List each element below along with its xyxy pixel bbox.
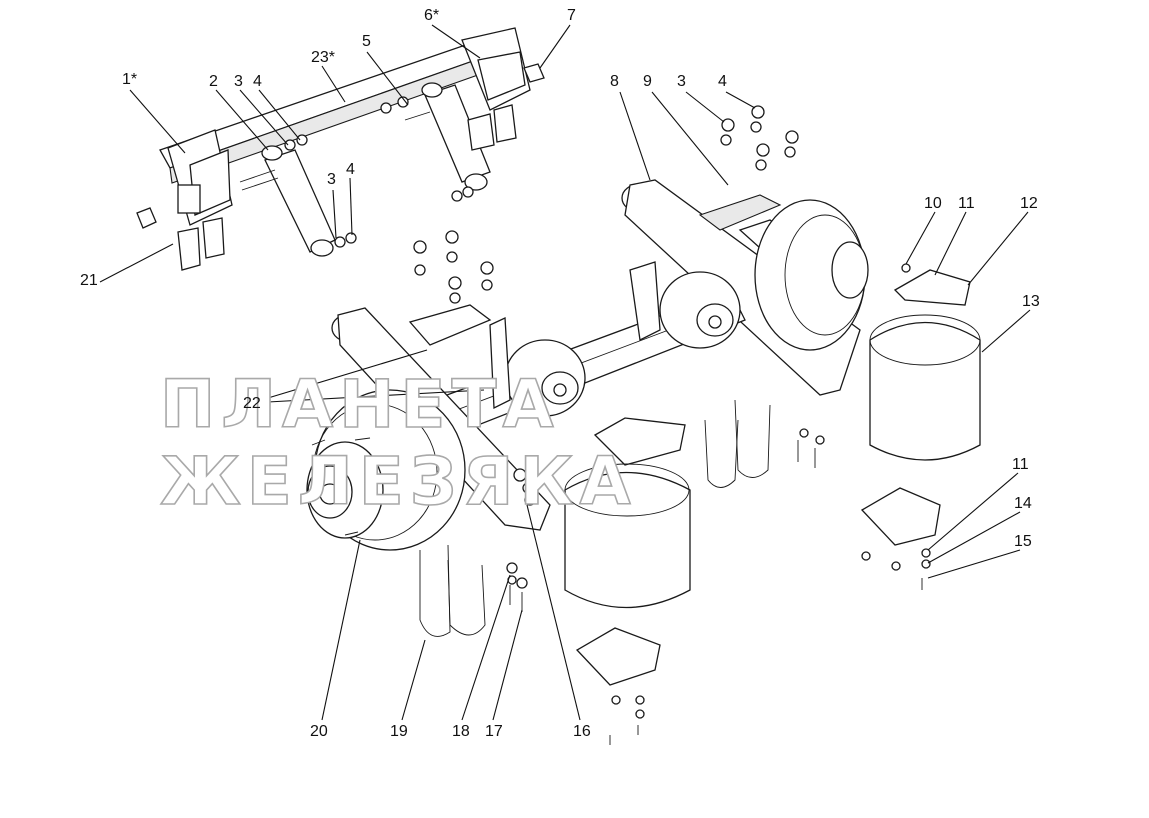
left-plates [136,207,225,271]
leader-lines [99,24,1031,721]
callout-2: 2 [209,73,218,90]
callout-6: 6* [424,7,440,24]
callout-19: 19 [390,723,408,740]
callout-10: 10 [924,195,942,212]
callout-4-c: 4 [346,161,355,178]
callout-9: 9 [643,73,652,90]
callout-3-b: 3 [677,73,686,90]
callout-4-b: 4 [718,73,727,90]
callout-5: 5 [362,33,371,50]
callout-22: 22 [243,395,261,412]
left-hub-drum [306,389,466,551]
left-shock-absorber [239,134,357,257]
callout-7: 7 [567,7,576,24]
callout-4-a: 4 [253,73,262,90]
callout-20: 20 [310,723,328,740]
callout-13: 13 [1022,293,1040,310]
callout-17: 17 [485,723,503,740]
callout-1: 1* [122,71,138,88]
right-shock-absorber [380,63,545,202]
callout-8: 8 [610,73,619,90]
callout-3-a: 3 [234,73,243,90]
u-bolts [419,399,771,637]
mounting-plates [575,269,971,686]
callout-16: 16 [573,723,591,740]
callout-11-a: 11 [958,195,975,212]
callout-14: 14 [1014,495,1032,512]
callout-23: 23* [311,49,336,66]
callout-12: 12 [1020,195,1038,212]
cross-beam [159,27,531,226]
callout-3-c: 3 [327,171,336,188]
lower-fasteners [506,263,931,745]
brake-chambers [489,261,741,417]
air-springs [564,314,981,609]
upper-fasteners [413,105,799,304]
callout-11-b: 11 [1012,456,1029,473]
callout-21: 21 [80,272,98,289]
right-brake-drum [754,199,869,351]
callout-15: 15 [1014,533,1032,550]
callout-18: 18 [452,723,470,740]
